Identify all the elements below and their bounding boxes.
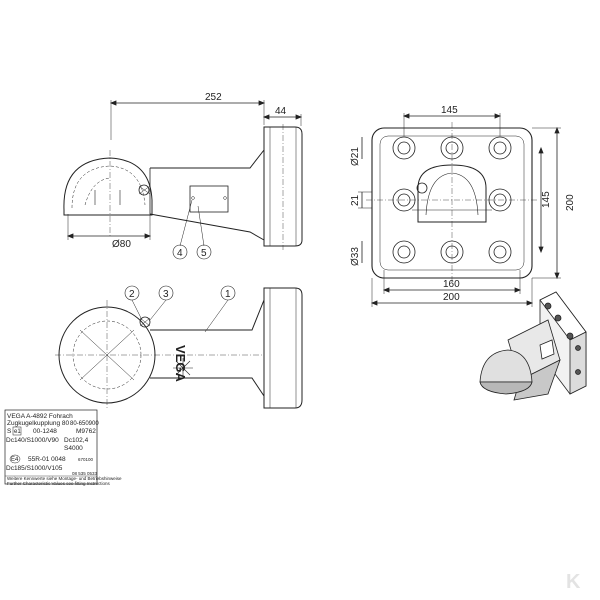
dim-hole-dia-33: Ø33 [350,247,361,266]
plate-approval-1: 00-1248 [33,428,57,435]
callout-5: 5 [201,248,207,259]
plate-s: S [7,428,12,435]
dim-200-bottom: 200 [443,292,460,303]
plate-line3-right: M9762 [76,428,96,435]
isometric-view [479,291,587,401]
dim-145-right: 145 [541,191,552,208]
plate-line1: VEGA A-4892 Fohrach [7,413,73,420]
plate-line8-right: 08 535 0533 [72,471,98,476]
dim-160: 160 [443,279,460,290]
vega-mark: VEGA [173,345,188,382]
dim-offset-21: 21 [350,194,361,206]
callout-4: 4 [177,248,183,259]
plan-view-bottom [55,285,303,410]
corner-logo: K [566,571,581,593]
dim-145-top: 145 [441,105,458,116]
callout-2: 2 [129,289,135,300]
plate-line6-right: 670100 [78,457,94,462]
plate-e1: e1 [14,429,21,435]
plate-line2-right: 80-650900 [70,421,99,427]
dim-252: 252 [205,92,222,103]
dim-200-right: 200 [565,194,576,211]
plate-line4: Dc140/S1000/V90 [6,437,59,444]
plate-line2: Zugkugelkupplung 80 [7,420,70,427]
dim-44: 44 [275,106,287,117]
plate-e4: E4 [11,457,19,463]
plate-footer-2: Further Characteristic Values see fittin… [7,481,110,486]
plate-line7: Dc185/S1000/V105 [6,465,63,472]
dim-hole-dia-21: Ø21 [350,147,361,166]
callout-3: 3 [163,289,169,300]
plate-footer-1: Weitere Kennwerte siehe Montage- und Bet… [7,476,122,481]
plate-line5-right: S4000 [64,445,83,452]
side-view-top [63,100,303,260]
dim-ball-dia-80: Ø80 [112,239,131,250]
type-plate [4,409,98,485]
plate-approval-2: 55R-01 0048 [28,456,66,463]
callout-1: 1 [225,289,231,300]
front-view [358,113,561,307]
plate-line4-right: Dc102,4 [64,437,89,444]
